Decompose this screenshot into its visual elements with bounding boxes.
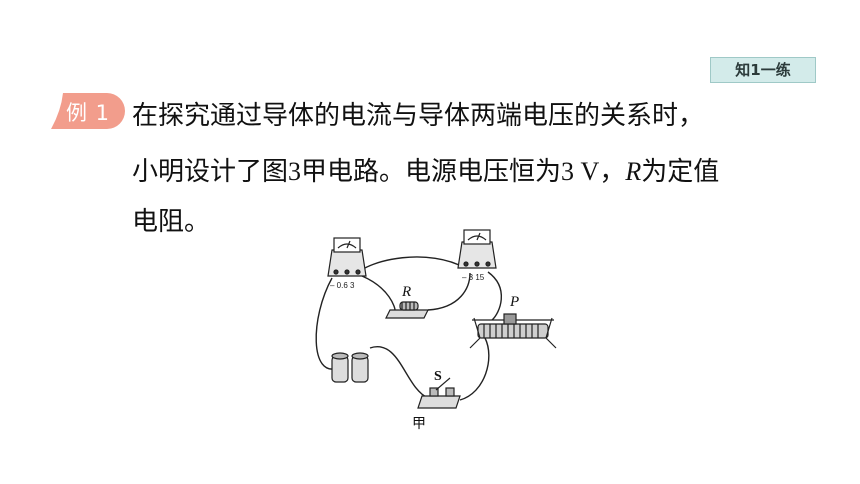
text-seg: 为定值 xyxy=(641,157,720,187)
example-badge-shape xyxy=(51,93,125,129)
switch-label: S xyxy=(434,369,442,384)
switch xyxy=(417,377,461,409)
question-line-1: 在探究通过导体的电流与导体两端电压的关系时， xyxy=(132,101,705,131)
wire xyxy=(459,337,490,401)
voltmeter-scale: – 3 15 xyxy=(462,273,485,282)
question-line-2: 小明设计了图3甲电路。电源电压恒为3 V，R为定值 xyxy=(132,151,719,188)
wire xyxy=(315,277,339,370)
example-label-text: 例 1 xyxy=(66,101,111,125)
figure-number: 3 xyxy=(288,157,302,186)
figure-caption: 甲 xyxy=(412,416,426,432)
text-seg: 小明设计了图 xyxy=(132,157,289,187)
resistor-label: R xyxy=(401,284,411,300)
text-seg: 甲电路。电源电压恒为 xyxy=(301,157,562,187)
ammeter xyxy=(327,237,367,277)
circuit-diagram: – 0.6 3 – 3 15 R P xyxy=(315,229,557,432)
voltage-value: 3 V xyxy=(561,157,600,186)
wire xyxy=(361,275,396,311)
ammeter-scale: – 0.6 3 xyxy=(330,281,355,290)
section-badge: 知1一练 xyxy=(710,57,816,83)
wire xyxy=(353,256,466,277)
example-label: 例 1 xyxy=(49,91,127,131)
rheostat-label: P xyxy=(509,294,519,310)
resistor-symbol: R xyxy=(625,157,642,186)
battery xyxy=(331,352,369,383)
voltmeter xyxy=(457,229,497,269)
wire xyxy=(369,345,429,399)
wire xyxy=(427,272,471,311)
question-line-3: 电阻。 xyxy=(132,207,211,237)
text-seg: ， xyxy=(599,157,626,187)
wire xyxy=(487,271,503,321)
rheostat xyxy=(469,313,557,349)
resistor xyxy=(385,301,429,319)
circuit-figure: – 0.6 3 – 3 15 R P xyxy=(310,228,570,438)
